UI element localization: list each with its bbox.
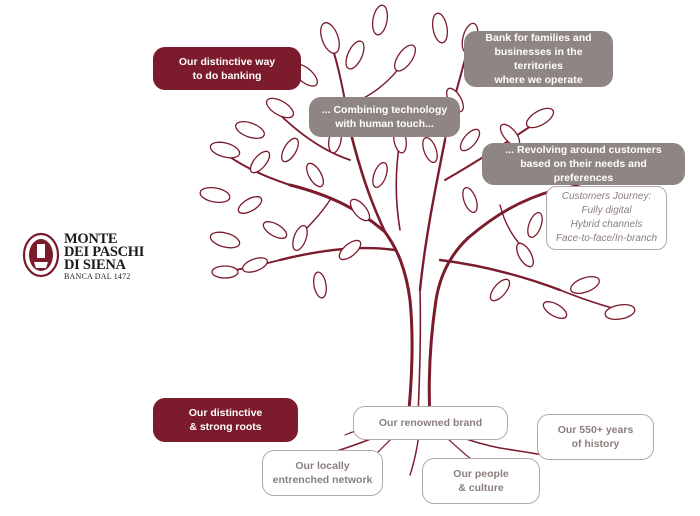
seal-icon — [22, 232, 60, 278]
bank-families-label: Bank for families and businesses in the … — [485, 32, 592, 86]
revolving-customers-label: ... Revolving around customers based on … — [505, 144, 662, 184]
customers-journey-box: Customers Journey: Fully digital Hybrid … — [546, 186, 667, 250]
years-history-label: Our 550+ years of history — [557, 424, 634, 450]
local-network-box: Our locally entrenched network — [262, 450, 383, 496]
people-culture-box: Our people & culture — [422, 458, 540, 504]
years-history-box: Our 550+ years of history — [537, 414, 654, 460]
combining-technology-box: ... Combining technology with human touc… — [309, 97, 460, 137]
combining-technology-label: ... Combining technology with human touc… — [321, 104, 448, 130]
renowned-brand-box: Our renowned brand — [353, 406, 508, 440]
customers-journey-label: Customers Journey: Fully digital Hybrid … — [555, 191, 658, 244]
local-network-label: Our locally entrenched network — [272, 460, 373, 486]
distinctive-way-label: Our distinctive way to do banking — [178, 55, 276, 82]
people-culture-label: Our people & culture — [453, 468, 509, 494]
logo-line-4: BANCA DAL 1472 — [64, 272, 131, 281]
bank-families-box: Bank for families and businesses in the … — [464, 31, 613, 87]
distinctive-way-box: Our distinctive way to do banking — [153, 47, 301, 90]
revolving-customers-box: ... Revolving around customers based on … — [482, 143, 685, 185]
logo-line-3: DI SIENA — [64, 257, 126, 273]
distinctive-roots-label: Our distinctive & strong roots — [188, 407, 263, 433]
monte-dei-paschi-logo: MONTE DEI PASCHI DI SIENA BANCA DAL 1472 — [22, 232, 162, 282]
renowned-brand-label: Our renowned brand — [378, 417, 483, 429]
logo-line-2: DEI PASCHI — [64, 244, 145, 260]
logo-wordmark: MONTE DEI PASCHI DI SIENA BANCA DAL 1472 — [64, 231, 145, 282]
distinctive-roots-box: Our distinctive & strong roots — [153, 398, 298, 442]
logo-line-1: MONTE — [64, 231, 118, 247]
